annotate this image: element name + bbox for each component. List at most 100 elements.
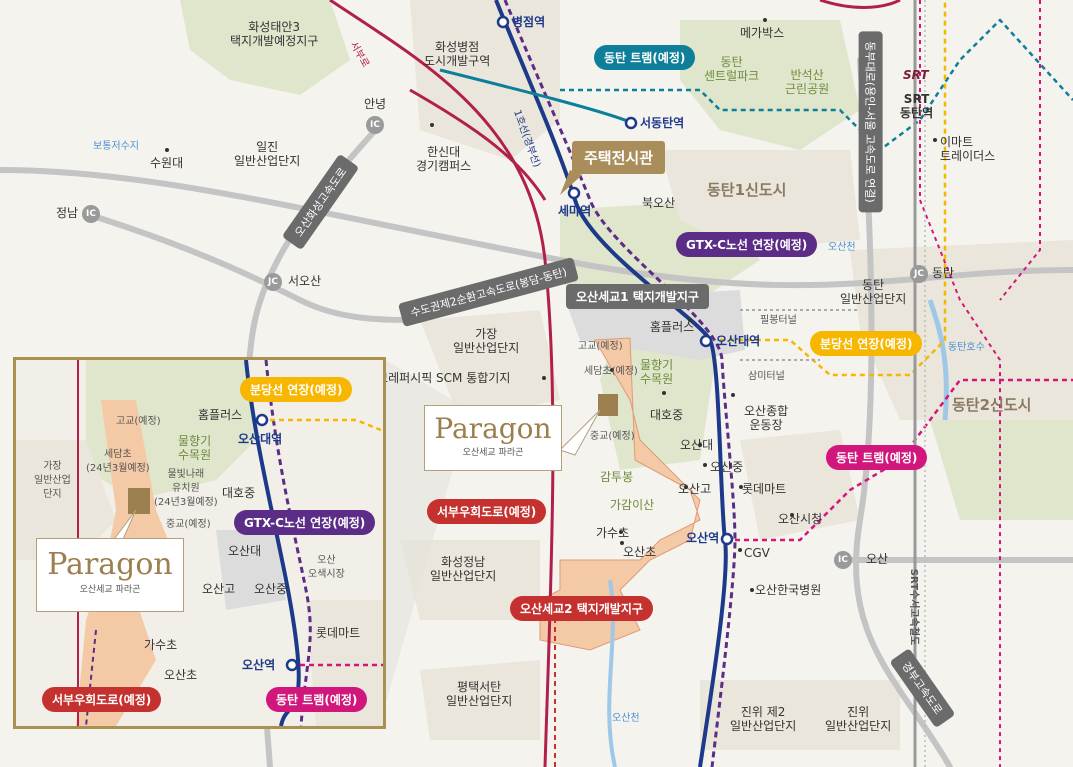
callout-bundang-ext[interactable]: 분당선 연장(예정) [810, 331, 923, 356]
poi-dots [165, 18, 937, 592]
place-anyeong: 안녕 [364, 97, 387, 111]
place-bukosan: 북오산 [642, 196, 676, 210]
ic-osan-icon: IC [834, 551, 852, 569]
place-suwondae: 수원대 [150, 156, 184, 170]
brand-sub: 오산세교 파라곤 [462, 448, 524, 458]
inset-osanjung: 오산중 [254, 582, 288, 596]
ic-jeongnam-icon: IC [82, 205, 100, 223]
inset-osango: 오산고 [202, 582, 236, 596]
place-lottemart: 롯데마트 [742, 482, 787, 496]
callout-osan-segyo1[interactable]: 오산세교1 택지개발지구 [566, 284, 709, 309]
place-cgv: CGV [744, 546, 770, 560]
place-osan: 오산 [866, 552, 889, 566]
place-dongtan-ic: 동탄 [932, 266, 955, 280]
inset-callout-gtx[interactable]: GTX-C노선 연장(예정) [234, 510, 376, 535]
place-osan-cityhall: 오산시청 [778, 512, 823, 526]
district-dongtan2: 동탄2신도시 [952, 396, 1032, 414]
place-osan-hospital: 오산한국병원 [755, 583, 822, 597]
district-dongtan1: 동탄1신도시 [707, 181, 787, 199]
station-osan[interactable]: 오산역 [686, 531, 720, 545]
place-gogyo: 고교(예정) [578, 341, 623, 352]
place-osanjung: 오산중 [710, 460, 744, 474]
callout-dongtan-tram-top[interactable]: 동탄 트램(예정) [594, 45, 696, 70]
inset-lottemart: 롯데마트 [316, 626, 361, 640]
place-sedamcho: 세담초(예정) [584, 366, 638, 377]
place-boton-reservoir: 보통저수지 [93, 141, 139, 152]
station-osandae[interactable]: 오산대역 [716, 334, 761, 348]
inset-callout-seobu[interactable]: 서부우회도로(예정) [42, 687, 162, 712]
inset-daeho-jh: 대호중 [222, 486, 256, 500]
place-homeplus: 홈플러스 [650, 320, 695, 334]
place-pilbong-tunnel: 필봉터널 [760, 315, 797, 326]
callout-showroom[interactable]: 주택전시관 [572, 141, 666, 174]
brand-box-inset: Paragon 오산세교 파라곤 [36, 538, 184, 612]
inset-brand-name: Paragon [47, 547, 173, 582]
inset-station-osandae[interactable]: 오산대역 [238, 432, 283, 446]
place-gamtubong: 감투봉 [600, 470, 634, 484]
inset-callout-tram[interactable]: 동탄 트램(예정) [266, 687, 368, 712]
place-gasucho: 가수초 [596, 526, 630, 540]
brand-box-main: Paragon 오산세교 파라곤 [424, 405, 562, 471]
ic-anyeong-icon: IC [366, 116, 384, 134]
inset-callout-bundang[interactable]: 분당선 연장(예정) [240, 377, 353, 402]
inset-junggyo: 중교(예정) [166, 519, 211, 530]
station-markers [496, 15, 734, 546]
inset-gasucho: 가수초 [144, 638, 178, 652]
place-gagamisan: 가감이산 [610, 498, 655, 512]
callout-dongtan-tram-right[interactable]: 동탄 트램(예정) [826, 445, 928, 470]
place-samicheon-tunnel: 삼미터널 [748, 371, 785, 382]
gtx-c-track [503, 0, 737, 767]
place-seo-osan: 서오산 [288, 274, 322, 288]
place-osandae: 오산대 [680, 438, 714, 452]
inset-brand-sub: 오산세교 파라곤 [79, 585, 141, 595]
inset-station-osan[interactable]: 오산역 [242, 658, 276, 672]
road-dongbu-expressway: 동부대로(용인-서울 고속도로 연결) [858, 31, 883, 213]
callout-gtx-c[interactable]: GTX-C노선 연장(예정) [676, 232, 818, 257]
callout-seobu-uhoe[interactable]: 서부우회도로(예정) [427, 499, 547, 524]
place-dongtan-lake: 동탄호수 [948, 342, 985, 353]
place-amore: 아모레퍼시픽 SCM 통합기지 [366, 371, 511, 385]
station-seodongtan[interactable]: 서동탄역 [640, 116, 685, 130]
place-osancheon-top: 오산천 [828, 242, 856, 253]
srt-logo-icon: SRT [903, 68, 929, 82]
station-sema[interactable]: 세마역 [558, 204, 592, 218]
place-megabox: 메가박스 [740, 26, 785, 40]
inset-osancho: 오산초 [164, 668, 198, 682]
place-junggyo: 중교(예정) [590, 431, 635, 442]
place-osancho: 오산초 [623, 545, 657, 559]
inset-sedamcho: 세담초(24년3월예정) [86, 449, 150, 474]
road-srt-line: SRT수서고속철도 [908, 568, 920, 646]
station-byeongjeom[interactable]: 병점역 [512, 15, 546, 29]
place-osango: 오산고 [678, 482, 712, 496]
place-daeho-jh: 대호중 [650, 408, 684, 422]
place-jeongnam: 정남 [56, 206, 79, 220]
callout-osan-segyo2[interactable]: 오산세교2 택지개발지구 [510, 596, 653, 621]
inset-gogyo: 고교(예정) [116, 416, 161, 427]
inset-osandae: 오산대 [228, 544, 262, 558]
inset-homeplus: 홈플러스 [198, 408, 243, 422]
jc-seo-osan-icon: JC [264, 273, 282, 291]
place-osancheon-bottom: 오산천 [612, 713, 640, 724]
brand-name: Paragon [434, 412, 552, 445]
